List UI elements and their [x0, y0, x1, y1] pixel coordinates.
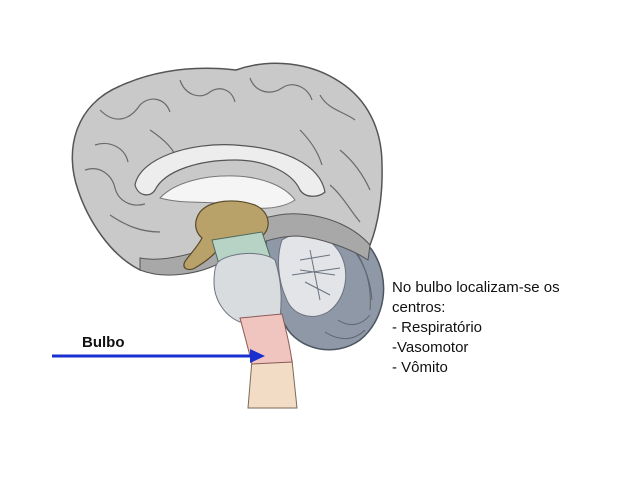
pons: [213, 252, 282, 323]
description-line: centros:: [392, 299, 446, 316]
description-text: No bulbo localizam-se os centros: - Resp…: [392, 278, 560, 378]
corpus-callosum: [134, 144, 326, 197]
diencephalon: [183, 200, 269, 271]
spinal-cord: [247, 359, 298, 409]
description-line: -Vasomotor: [392, 339, 469, 356]
description-line: No bulbo localizam-se os: [392, 279, 560, 296]
bulbo-label: Bulbo: [82, 334, 125, 351]
bulbo-arrow: [52, 349, 265, 363]
description-line: - Respiratório: [392, 319, 483, 336]
description-line: - Vômito: [392, 359, 448, 376]
cerebrum: [71, 62, 383, 276]
